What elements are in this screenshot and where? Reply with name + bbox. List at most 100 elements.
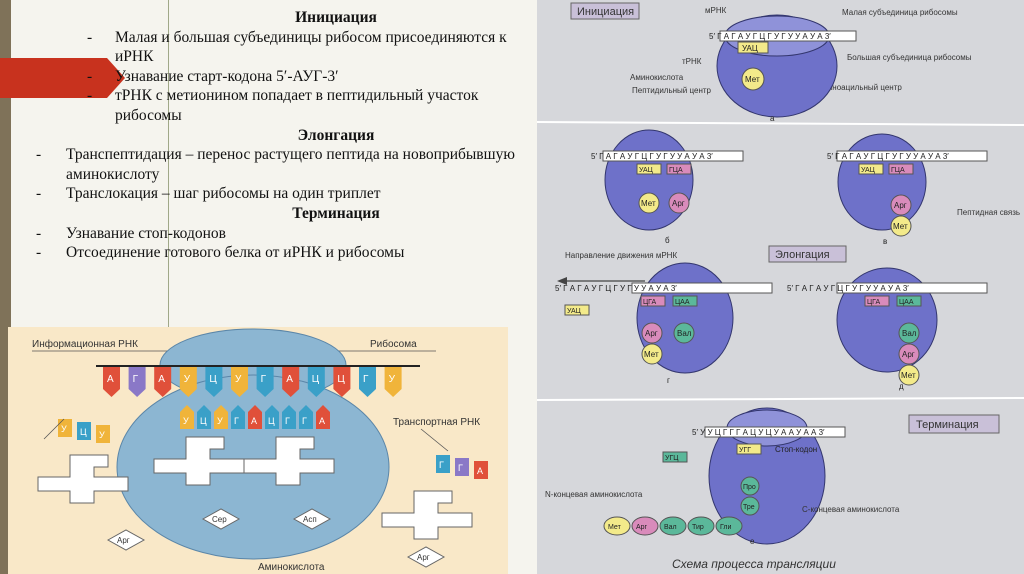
- svg-text:Мет: Мет: [745, 75, 760, 84]
- trna-stems: [37, 436, 473, 540]
- peptide-residue-label: Мет: [608, 524, 622, 531]
- svg-text:Мет: Мет: [644, 350, 659, 359]
- amino-acid-text: Арг: [417, 553, 430, 562]
- mrna-codon-letter: Г: [133, 374, 139, 385]
- svg-text:мРНК: мРНК: [705, 6, 727, 15]
- peptide-residue: [631, 516, 659, 536]
- svg-text:5′ У У Ц Г Г Г А Ц У Ц У А А У: 5′ У У Ц Г Г Г А Ц У Ц У А А У А А 3′: [692, 428, 825, 437]
- svg-text:Вал: Вал: [902, 329, 917, 338]
- free-trna-anticodon: [455, 458, 469, 476]
- trna-label: Транспортная РНК: [393, 417, 480, 428]
- amino-acid-text: Сер: [212, 515, 227, 524]
- panel-d: 5′ Г А Г А У Г Ц Г У Г У У А У А 3′ ЦГА …: [787, 267, 988, 391]
- svg-text:ЦАА: ЦАА: [899, 299, 914, 306]
- mrna-codon: [359, 367, 376, 389]
- svg-text:Тре: Тре: [743, 504, 755, 511]
- anticodon: [214, 405, 228, 429]
- svg-text:Арг: Арг: [902, 350, 915, 359]
- svg-text:г: г: [667, 376, 670, 385]
- svg-text:ЦГА: ЦГА: [867, 299, 881, 306]
- mrna-codon-letter: Г: [363, 374, 369, 385]
- free-trna-anticodon: [474, 461, 488, 479]
- initiation-item-2: -Узнавание старт-кодона 5′-АУГ-3′: [87, 67, 339, 85]
- peptide-residue-label: Арг: [636, 524, 648, 531]
- initiation-heading: Инициация: [295, 9, 377, 26]
- svg-text:УГГ: УГГ: [739, 447, 751, 454]
- svg-text:Аминоацильный центр: Аминоацильный центр: [817, 83, 902, 92]
- amino-acid-text: Арг: [117, 536, 130, 545]
- svg-text:Арг: Арг: [645, 329, 658, 338]
- initiation-tag: [570, 2, 640, 20]
- translation-svg: Инициация мРНК Малая субъединица рибосом…: [537, 0, 1024, 574]
- mrna-codon-letter: Ц: [337, 374, 345, 385]
- svg-text:е: е: [750, 537, 755, 546]
- svg-text:5′ Г А Г А У Г Ц Г У Г У У А У: 5′ Г А Г А У Г Ц Г У Г У У А У А 3′: [787, 284, 909, 293]
- svg-text:ГЦА: ГЦА: [669, 167, 683, 174]
- free-trna-anticodon: [58, 419, 72, 437]
- amino-acid-shape: [106, 529, 146, 551]
- svg-text:УАЦ: УАЦ: [742, 44, 758, 53]
- mrna-codon-letter: У: [184, 374, 191, 385]
- svg-text:Мет: Мет: [893, 222, 908, 231]
- svg-text:Мет: Мет: [901, 371, 916, 380]
- svg-text:ЦГА: ЦГА: [643, 299, 657, 306]
- red-accent-arrow: [107, 58, 125, 98]
- amino-acid-label: Аминокислота: [258, 562, 325, 573]
- svg-text:5′ Г А Г А У Г Ц Г У Г У У А У: 5′ Г А Г А У Г Ц Г У Г У У А У А 3′: [591, 152, 713, 161]
- svg-text:Арг: Арг: [894, 201, 907, 210]
- mrna-codon: [231, 367, 248, 389]
- termination-item-1: -Узнавание стоп-кодонов: [36, 224, 226, 242]
- svg-text:N-концевая аминокислота: N-концевая аминокислота: [545, 490, 643, 499]
- svg-text:Вал: Вал: [677, 329, 692, 338]
- svg-text:ЦАА: ЦАА: [675, 299, 690, 306]
- panel-g: 5′ Г А Г А У Г Ц Г У Г У У А У А 3′ УАЦ …: [555, 262, 773, 385]
- anticodon: [248, 405, 262, 429]
- svg-text:ГЦА: ГЦА: [891, 167, 905, 174]
- panel-v: 5′ Г А Г А У Г Ц Г У Г У У А У А 3′ УАЦ …: [827, 133, 1020, 246]
- elongation-tag: [768, 245, 847, 263]
- termination-tag: [908, 414, 1000, 434]
- peptide-residue: [603, 516, 631, 536]
- anticodon-letter: Г: [302, 416, 307, 426]
- panel-e: 5′ У У Ц Г Г Г А Ц У Ц У А А У А А 3′ УГ…: [545, 407, 900, 546]
- svg-text:б: б: [665, 236, 670, 245]
- mrna-codon-letter: Ц: [209, 374, 217, 385]
- translation-scheme: Инициация мРНК Малая субъединица рибосом…: [537, 0, 1024, 574]
- large-subunit-label: Большая субъединица рибосомы: [847, 53, 972, 62]
- svg-text:Мет: Мет: [641, 199, 656, 208]
- svg-text:а: а: [770, 114, 775, 123]
- free-trna-letter: Г: [458, 463, 463, 473]
- red-accent-block: [0, 58, 107, 98]
- trna-leader: [420, 428, 449, 452]
- ribosome-label: Рибосома: [370, 338, 417, 350]
- panel-b: 5′ Г А Г А У Г Ц Г У Г У У А У А 3′ УАЦ …: [591, 129, 744, 245]
- svg-text:УАЦ: УАЦ: [567, 308, 582, 315]
- mrna-codon: [384, 367, 402, 389]
- slide-text: Инициация -Малая и большая субъединицы р…: [36, 8, 536, 263]
- anticodon: [282, 405, 296, 429]
- mrna-codon: [103, 367, 120, 389]
- svg-text:Пептидная связь: Пептидная связь: [957, 208, 1020, 217]
- mrna-label: Информационная РНК: [32, 338, 138, 350]
- amino-acid-shape: [406, 546, 446, 568]
- free-trna-anticodon: [96, 425, 110, 443]
- initiation-item-1: -Малая и большая субъединицы рибосом при…: [87, 28, 507, 66]
- peptide-residue-label: Вал: [664, 524, 677, 531]
- svg-text:Стоп-кодон: Стоп-кодон: [775, 445, 817, 454]
- free-trna-letter: У: [61, 424, 67, 434]
- svg-text:Терминация: Терминация: [916, 419, 979, 431]
- mrna-codon-letter: У: [389, 374, 396, 385]
- anticodon-letter: А: [319, 416, 325, 426]
- anticodon: [180, 405, 194, 429]
- left-accent-bar: [0, 0, 11, 574]
- mrna-codon: [256, 367, 274, 389]
- arrow-left: [43, 418, 65, 440]
- mrna-codon: [282, 367, 300, 389]
- mrna-codon: [205, 367, 223, 389]
